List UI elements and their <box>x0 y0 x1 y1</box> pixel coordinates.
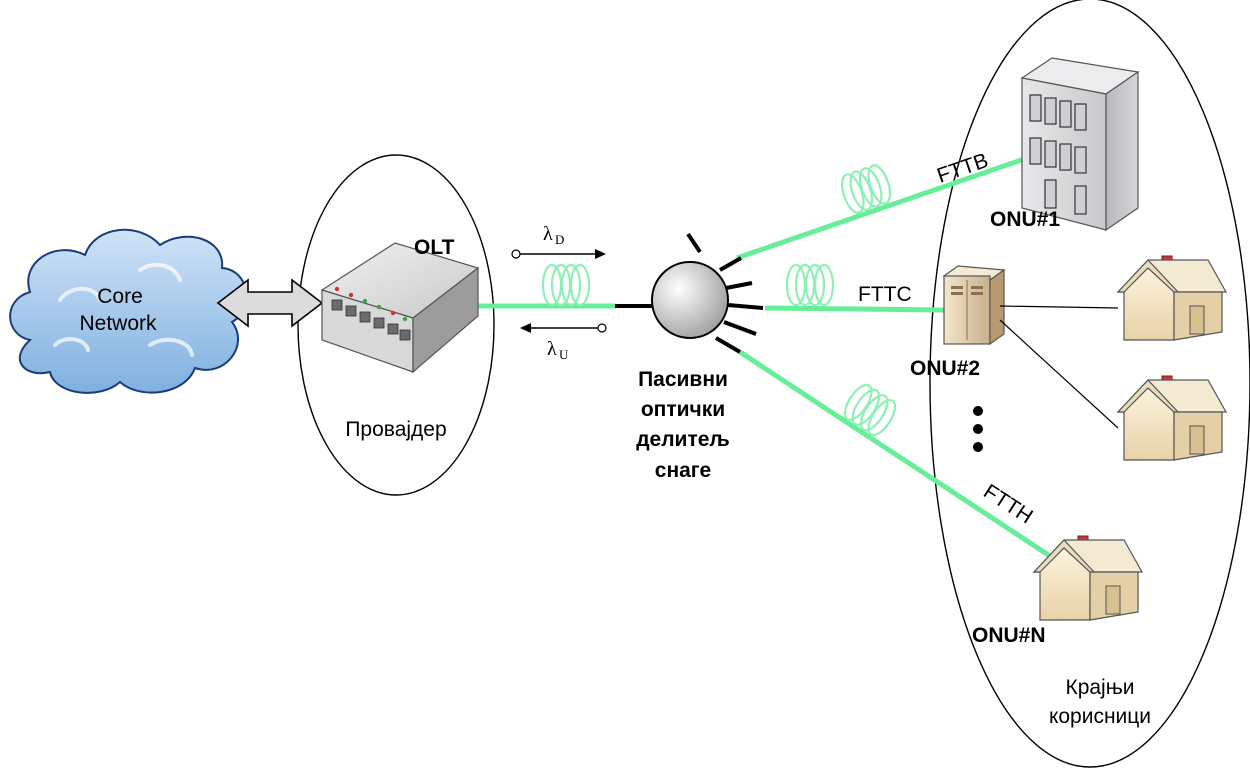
cloud-icon <box>9 228 248 394</box>
provider-label: Провајдер <box>345 418 446 441</box>
splitter-label: делитељ <box>636 428 730 451</box>
olt-label: OLT <box>414 236 455 259</box>
upstream-wavelength: λ U <box>520 323 607 362</box>
end-users-label: Крајњи <box>1065 676 1134 699</box>
fiber-links <box>478 154 1052 559</box>
end-users-ellipse <box>929 0 1250 768</box>
more-users-dots <box>973 406 983 452</box>
splitter-label: Пасивни <box>638 368 728 391</box>
onun-label: ONU#N <box>972 624 1046 647</box>
house-icon <box>1117 255 1227 341</box>
svg-text:U: U <box>559 347 569 362</box>
copper-drop <box>999 319 1119 429</box>
olt-device-icon <box>320 242 480 374</box>
splitter-label: оптички <box>641 398 725 421</box>
house-icon <box>1117 375 1227 461</box>
optical-splitter-icon <box>615 232 764 354</box>
fiber-coil-icon <box>785 263 835 307</box>
building-icon <box>1020 57 1140 232</box>
copper-drop <box>999 305 1119 309</box>
onu1-label: ONU#1 <box>990 208 1060 231</box>
core-network-label: Core <box>97 285 143 308</box>
svg-text:λ: λ <box>547 338 557 360</box>
house-icon <box>1033 535 1143 621</box>
fttc-label: FTTC <box>858 283 912 306</box>
onu2-label: ONU#2 <box>910 357 980 380</box>
fiber-coil-icon <box>541 263 591 307</box>
svg-text:D: D <box>555 232 564 247</box>
provider-ellipse <box>297 154 495 496</box>
cabinet-icon <box>942 265 1006 346</box>
ftth-label: FTTH <box>979 480 1037 529</box>
core-network-label: Network <box>79 312 157 335</box>
downstream-wavelength: λ D <box>511 223 606 259</box>
end-users-label: корисници <box>1049 705 1151 728</box>
splitter-label: снаге <box>655 459 711 482</box>
fiber-coil-icon <box>838 379 902 441</box>
svg-text:λ: λ <box>543 223 553 245</box>
